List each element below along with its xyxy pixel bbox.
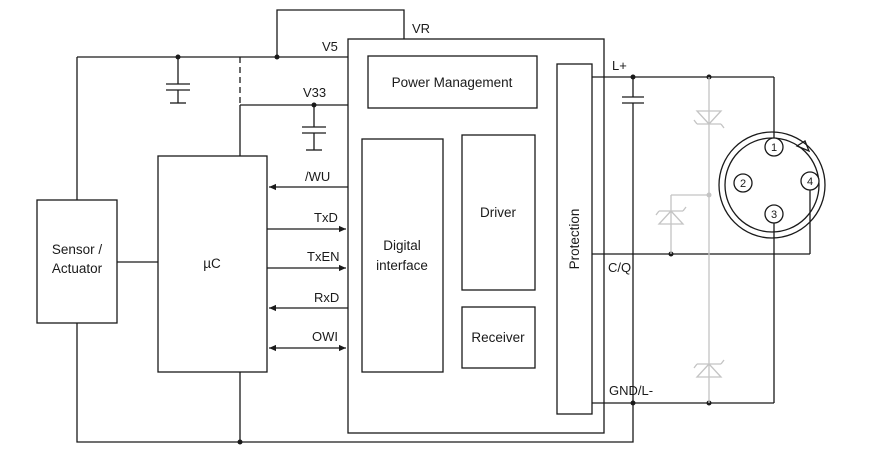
tvs-diode-top [693,110,725,129]
driver-block [461,134,536,291]
l-plus-label: L+ [612,58,627,73]
connector-keying-notch [795,140,811,153]
microcontroller-block [157,155,268,373]
digital-interface-label-line2: interface [376,258,428,273]
protection-label: Protection [567,209,582,270]
vr-label: VR [412,21,430,36]
v33-label: V33 [303,85,326,100]
connector-pin-3-label: 3 [771,209,777,221]
connector-pin-3 [764,204,784,224]
microcontroller-label: µC [203,256,221,271]
v33-capacitor [302,105,326,151]
signal-rxd-label: RxD [314,290,339,305]
protection-block [556,63,593,415]
gnd-label: GND/L- [609,383,653,398]
vr-loop-wire [276,9,405,57]
digital-interface-block [361,138,444,373]
signal-txen-label: TxEN [307,249,340,264]
connector-pin-2 [733,173,753,193]
power-management-block [367,55,538,109]
connector-pin-1-label: 1 [771,142,777,154]
tvs-diode-middle [655,206,687,225]
connector-pin-2-label: 2 [740,178,746,190]
power-management-label: Power Management [392,75,513,90]
signal-wu-label: /WU [305,169,330,184]
signal-owi-label: OWI [312,329,338,344]
sensor-actuator-label-line2: Actuator [52,261,103,276]
connector-pin-4-label: 4 [807,176,813,188]
connector-pin-4 [800,171,820,191]
tvs-diode-bottom [693,359,725,378]
main-ground-return [240,403,634,443]
driver-label: Driver [480,205,517,220]
sensor-actuator-label-line1: Sensor / [52,242,103,257]
tvs-diode-column [655,77,725,403]
l-plus-capacitor [622,77,644,403]
signal-txd-label: TxD [314,210,338,225]
cq-label: C/Q [608,260,631,275]
connector-pin-1 [764,137,784,157]
receiver-label: Receiver [471,330,525,345]
v5-label: V5 [322,39,338,54]
digital-interface-label-line1: Digital [383,238,421,253]
v5-capacitor [166,57,190,104]
receiver-block [461,306,536,369]
m12-connector: 1 2 3 4 [718,77,826,403]
sensor-ground-wire [76,323,240,443]
